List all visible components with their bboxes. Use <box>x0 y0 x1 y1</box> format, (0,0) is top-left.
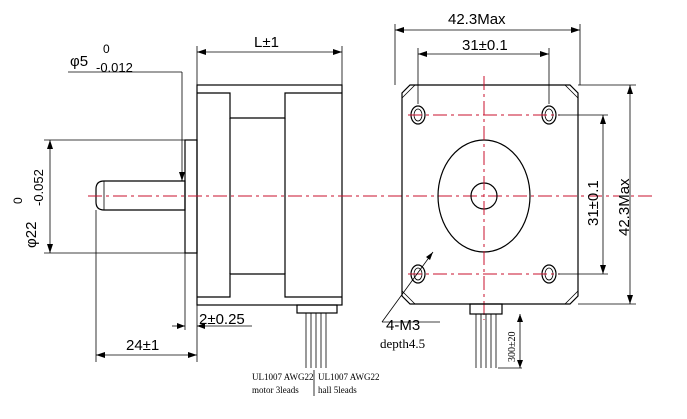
height-max-label: 42.3Max <box>616 178 633 236</box>
shaft-len-arrow-left <box>96 352 105 358</box>
thread-leader-arrow <box>426 252 433 260</box>
wire-leads-right: hall 5leads <box>318 385 357 395</box>
motor-body-outline <box>196 84 343 306</box>
front-view <box>401 76 579 368</box>
wire-leads-left: motor 3leads <box>252 385 299 395</box>
boss-arrow-top <box>47 140 53 149</box>
shaft-dia-arrow <box>179 172 185 181</box>
stator-profile <box>197 92 342 119</box>
shaft-len-arrow-right <box>188 352 197 358</box>
chamfer-tr <box>564 84 579 99</box>
pitch-h-arrow-left <box>418 51 427 57</box>
shaft-dia-base: φ5 <box>70 53 88 70</box>
pitch-v-arrow-bottom <box>600 265 606 274</box>
flange-outline <box>401 84 579 305</box>
body-length-label: L±1 <box>254 34 279 51</box>
height-arrow-bottom <box>627 295 633 304</box>
side-view-dimensions: L±1 φ5 0 -0.012 φ22 0 -0.052 24±1 2±0.25… <box>11 34 380 396</box>
shaft-tol-upper: 0 <box>103 42 110 56</box>
boss-h-arrow-right <box>197 323 205 329</box>
wire-spec-right: UL1007 AWG22 <box>318 372 380 382</box>
length-arrow-left <box>197 49 206 55</box>
hole-pitch-h-label: 31±0.1 <box>462 37 508 54</box>
shaft-length-label: 24±1 <box>126 337 159 354</box>
side-connector <box>296 304 338 314</box>
pitch-v-arrow-top <box>600 115 606 124</box>
length-arrow-right <box>333 49 342 55</box>
width-arrow-left <box>395 27 404 33</box>
boss-h-arrow-left <box>177 323 185 329</box>
chamfer-br <box>564 290 579 305</box>
thread-depth-label: depth4.5 <box>380 336 425 351</box>
boss-tol-lower: -0.052 <box>31 169 46 206</box>
lead-arrow-bottom <box>517 360 523 368</box>
lead-arrow-top <box>517 314 523 322</box>
stator-profile-bottom <box>197 273 342 298</box>
boss-height-label: 2±0.25 <box>199 311 245 328</box>
chamfer-tl <box>401 84 416 99</box>
chamfer-bl <box>401 290 416 305</box>
boss-dia-base: φ22 <box>23 222 40 248</box>
height-arrow-top <box>627 85 633 94</box>
boss-arrow-bottom <box>47 244 53 253</box>
width-arrow-right <box>571 27 580 33</box>
boss-tol-upper: 0 <box>11 197 25 204</box>
hole-pitch-v-label: 31±0.1 <box>585 180 602 226</box>
front-connector <box>469 303 503 315</box>
pitch-h-arrow-right <box>540 51 549 57</box>
thread-leader <box>381 251 434 323</box>
shaft-tol-lower: -0.012 <box>96 60 133 75</box>
side-view <box>95 84 343 368</box>
lead-length-label: 300±20 <box>507 332 518 363</box>
front-view-dimensions: 42.3Max 31±0.1 31±0.1 42.3Max 4-M3 depth… <box>380 11 636 369</box>
wire-spec-left: UL1007 AWG22 <box>252 372 314 382</box>
width-max-label: 42.3Max <box>448 11 506 28</box>
thread-label: 4-M3 <box>386 317 420 334</box>
